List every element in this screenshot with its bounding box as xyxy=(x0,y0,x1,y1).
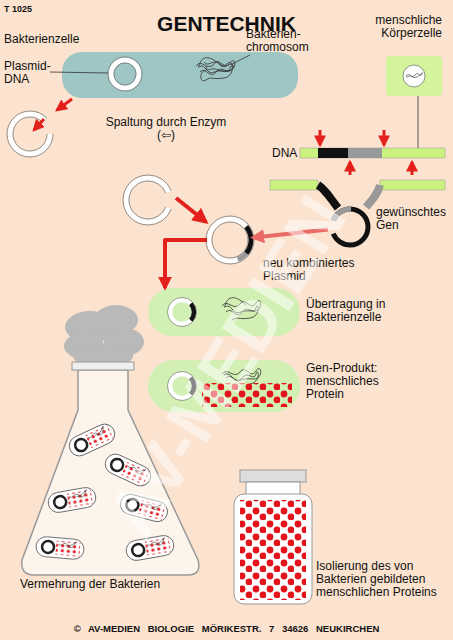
node-label: Übertragung in Bakterienzelle xyxy=(306,298,418,324)
dna-strip xyxy=(348,148,382,158)
node-label: menschliche Körperzelle xyxy=(350,14,442,40)
flask xyxy=(72,362,134,370)
bacterium-cell: Gen-Produkt: menschliches Protein xyxy=(148,360,300,412)
node-label: Gen-Produkt: menschliches Protein xyxy=(306,362,418,401)
recombined-plasmid xyxy=(209,219,251,261)
jar xyxy=(234,470,312,604)
cut-arrows xyxy=(349,162,352,175)
cut-arrows xyxy=(319,130,322,145)
cotton-plug xyxy=(65,311,115,343)
part-label: Bakterien- chromosom xyxy=(246,28,318,54)
recombined-plasmid xyxy=(206,216,254,264)
jar xyxy=(234,494,312,604)
culture-flask: Vermehrung der Bakterien xyxy=(18,360,204,575)
bacterium-cell: Übertragung in Bakterienzelle xyxy=(148,288,300,336)
gene-fragment xyxy=(332,209,368,245)
cut-arrows xyxy=(411,162,414,175)
bacteria xyxy=(66,421,118,459)
opened-plasmid xyxy=(13,117,47,151)
node-label: Isolierung des von Bakterien gebildeten … xyxy=(316,560,450,599)
dna-strip-cut xyxy=(366,185,380,207)
dna-strip xyxy=(318,148,348,158)
red-arrow xyxy=(34,119,44,130)
recombined-plasmid xyxy=(209,219,251,261)
protein-jar: Isolierung des von Bakterien gebildeten … xyxy=(232,470,314,606)
dna-strip-cut xyxy=(380,180,445,190)
cotton-plug xyxy=(64,333,104,359)
sheet-number: T 1025 xyxy=(4,4,64,14)
cleaved-plasmid xyxy=(123,175,173,225)
leader-lines xyxy=(418,96,419,148)
jar xyxy=(240,500,306,600)
node-label: Bakterienzelle xyxy=(4,33,114,46)
gene-fragment xyxy=(332,209,368,245)
part-label: DNA xyxy=(272,147,302,160)
cotton-plug xyxy=(94,305,138,335)
opened-plasmid xyxy=(7,111,53,157)
process-arrow xyxy=(165,240,207,288)
plasmid-circle: neu kombiniertes Plasmid xyxy=(207,217,253,263)
jar xyxy=(240,470,306,482)
dna-strip-cut xyxy=(270,180,318,190)
node-label: gewünschtes Gen xyxy=(376,206,452,232)
dna-strip-cut xyxy=(318,185,338,208)
opened-plasmid xyxy=(7,111,53,157)
gene-fragment: gewünschtes Gen xyxy=(328,204,372,250)
bacteria xyxy=(47,486,98,514)
cleaved-plasmid xyxy=(129,181,167,219)
bacteria xyxy=(35,421,175,562)
jar xyxy=(246,482,300,496)
cleaved-plasmid xyxy=(123,175,173,225)
gene-fragment xyxy=(332,209,368,245)
bacteria xyxy=(102,451,154,489)
cotton-plug xyxy=(104,328,144,356)
human-cell: menschliche Körperzelle xyxy=(386,56,442,96)
red-arrow xyxy=(57,99,72,110)
node-label: neu kombiniertes Plasmid xyxy=(263,257,367,283)
dna-strip xyxy=(300,148,445,158)
footer-caption: © AV-MEDIEN BIOLOGIE MÖRIKESTR. 7 34626 … xyxy=(0,624,453,635)
dna-strip-cut xyxy=(270,180,445,208)
cotton-plug xyxy=(73,344,133,368)
process-arrow xyxy=(253,229,328,237)
bacterium-cell: Bakterienzelle xyxy=(62,52,298,98)
cut-arrows xyxy=(320,130,412,175)
recombined-plasmid xyxy=(212,222,248,258)
recombined-plasmid xyxy=(206,216,254,264)
cut-arrows xyxy=(383,130,386,145)
dna-strip xyxy=(300,148,445,158)
bacteria xyxy=(35,536,85,560)
part-label: Plasmid- DNA xyxy=(4,60,58,86)
bacteria xyxy=(125,534,176,562)
opened-plasmid xyxy=(10,114,50,154)
cotton-plug xyxy=(64,305,144,368)
poster-title: GENTECHNIK xyxy=(100,13,353,35)
node-label: Vermehrung der Bakterien xyxy=(20,578,204,591)
red-arrow xyxy=(176,198,206,222)
recombined-plasmid xyxy=(209,219,251,261)
bacteria xyxy=(118,492,170,524)
cleaved-plasmid xyxy=(126,178,170,222)
process-note: Spaltung durch Enzym (⇦) xyxy=(100,116,232,142)
